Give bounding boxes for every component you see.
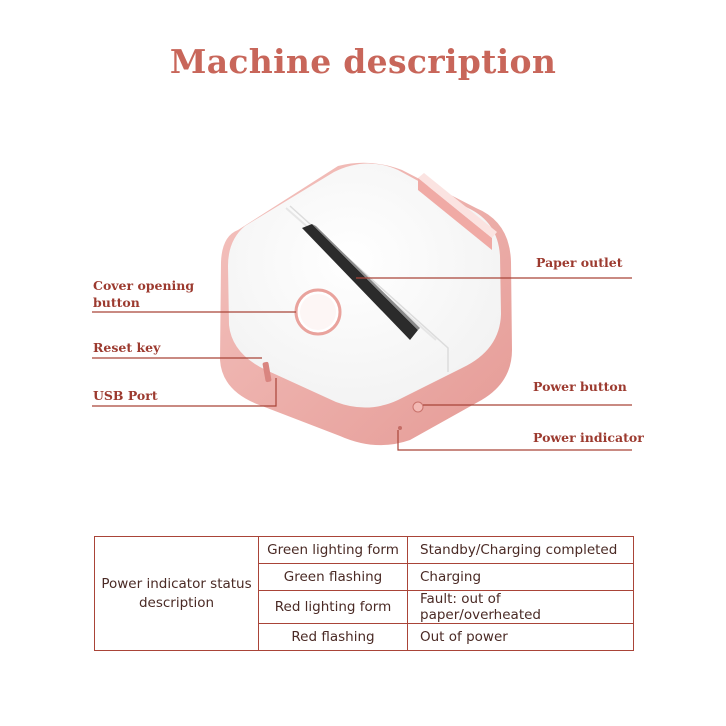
- callout-paper-outlet: Paper outlet: [536, 255, 623, 270]
- indicator-form-cell: Red lighting form: [258, 590, 408, 624]
- page-title: Machine description: [169, 42, 557, 81]
- table-row: Red flashing Out of power: [95, 623, 634, 651]
- callout-power-indicator: Power indicator: [533, 430, 644, 445]
- power-button: [412, 401, 424, 413]
- table-row: Red lighting form Fault: out of paper/ov…: [95, 590, 634, 624]
- indicator-meaning-cell: Charging: [407, 563, 634, 591]
- indicator-form-cell: Green lighting form: [258, 536, 408, 564]
- indicator-meaning-cell: Fault: out of paper/overheated: [407, 590, 634, 624]
- leader-usb-port: [92, 378, 277, 407]
- indicator-meaning-cell: Standby/Charging completed: [407, 536, 634, 564]
- power-indicator: [398, 426, 402, 430]
- indicator-form-cell: Red flashing: [258, 623, 408, 651]
- callout-usb-port: USB Port: [93, 388, 158, 403]
- power-indicator-status-table: Power indicator status description Green…: [94, 536, 634, 651]
- paper-outlet-slot: [302, 224, 418, 340]
- paper-guide-rail: [418, 178, 492, 250]
- table-row: Green flashing Charging: [95, 563, 634, 591]
- printer-illustration: [92, 162, 632, 451]
- callout-reset-key: Reset key: [93, 340, 161, 355]
- callout-cover-opening-button: Cover opening button: [93, 278, 195, 310]
- indicator-meaning-cell: Out of power: [407, 623, 634, 651]
- usb-port: [262, 361, 272, 383]
- table-row: Power indicator status description Green…: [94, 536, 634, 651]
- leader-power-indicator: [397, 430, 632, 451]
- indicator-form-cell: Green flashing: [258, 563, 408, 591]
- table-header-cell: Power indicator status description: [94, 536, 259, 651]
- callout-power-button: Power button: [533, 379, 627, 394]
